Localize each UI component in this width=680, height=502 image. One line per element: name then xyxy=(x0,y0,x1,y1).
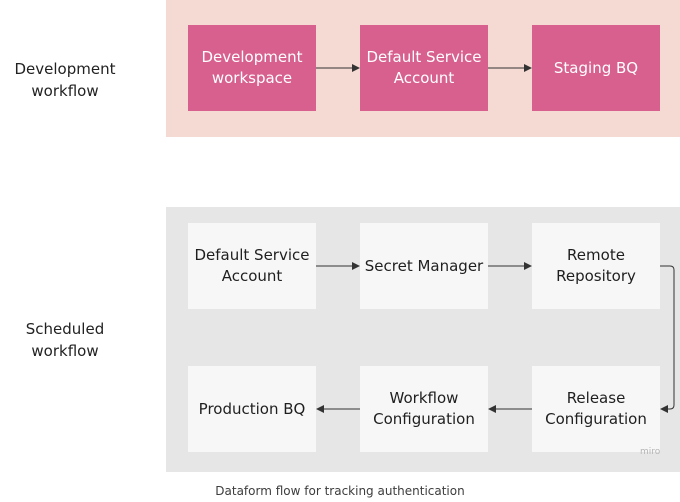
workflow-configuration-node[interactable]: Workflow Configuration xyxy=(360,366,488,452)
node-text: Repository xyxy=(556,267,636,285)
node-text: Workflow xyxy=(389,389,459,407)
arrow-remote-repository-to-release-configuration xyxy=(660,265,675,413)
node-text: Production BQ xyxy=(198,399,306,418)
node-text: Development xyxy=(201,48,303,66)
node-text: Staging BQ xyxy=(553,58,639,77)
node-text: Account xyxy=(393,69,455,87)
miro-watermark: miro xyxy=(640,447,661,457)
release-configuration-node[interactable]: Release Configuration xyxy=(532,366,660,452)
node-text: Default Service xyxy=(366,48,482,66)
sched-default-service-account-node[interactable]: Default Service Account xyxy=(188,223,316,309)
node-text: Configuration xyxy=(373,410,475,428)
remote-repository-node[interactable]: Remote Repository xyxy=(532,223,660,309)
development-workspace-node[interactable]: Development workspace xyxy=(188,25,316,111)
label-line: workflow xyxy=(31,342,99,360)
label-line: workflow xyxy=(31,82,99,100)
scheduled-workflow-label: Scheduled workflow xyxy=(0,318,130,362)
node-text: Release xyxy=(566,389,626,407)
label-line: Development xyxy=(14,60,116,78)
label-line: Scheduled xyxy=(25,320,105,338)
development-workflow-label: Development workflow xyxy=(0,58,130,102)
figure-caption: Dataform flow for tracking authenticatio… xyxy=(215,484,465,498)
node-text: Secret Manager xyxy=(364,256,484,275)
node-text: Remote xyxy=(567,246,625,264)
secret-manager-node[interactable]: Secret Manager xyxy=(360,223,488,309)
node-text: workspace xyxy=(211,69,293,87)
node-text: Configuration xyxy=(545,410,647,428)
node-text: Default Service xyxy=(194,246,310,264)
staging-bq-node[interactable]: Staging BQ xyxy=(532,25,660,111)
production-bq-node[interactable]: Production BQ xyxy=(188,366,316,452)
node-text: Account xyxy=(221,267,283,285)
dev-default-service-account-node[interactable]: Default Service Account xyxy=(360,25,488,111)
